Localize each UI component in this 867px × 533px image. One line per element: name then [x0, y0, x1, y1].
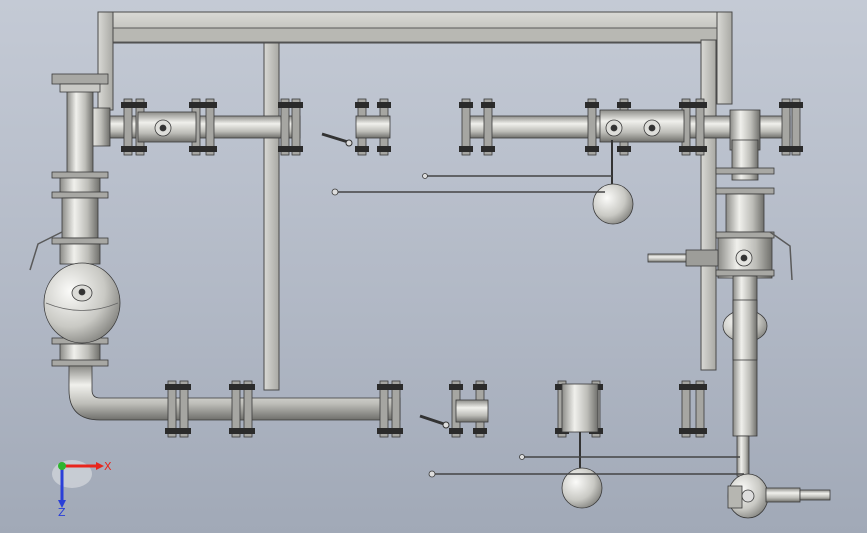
flange-plate: [243, 380, 253, 438]
bolt-icon: [278, 102, 292, 108]
bolt-icon: [693, 146, 707, 152]
bolt-icon: [229, 428, 243, 434]
bolt-icon: [617, 102, 631, 108]
bolt-icon: [121, 102, 135, 108]
gauge-stub-right[interactable]: [647, 249, 753, 267]
bolt-icon: [449, 384, 463, 390]
bolt-icon: [377, 384, 391, 390]
bolt-icon: [585, 146, 599, 152]
bolt-icon: [133, 102, 147, 108]
bolt-icon: [133, 146, 147, 152]
bolt-icon: [121, 146, 135, 152]
axis-x-arrow-icon: [96, 462, 104, 470]
steam-trap-body[interactable]: [43, 262, 121, 344]
flange-plate: [461, 98, 471, 156]
bolt-icon: [377, 102, 391, 108]
flange-plate: [291, 98, 301, 156]
bolt-icon: [377, 428, 391, 434]
gate-valve-left[interactable]: [137, 111, 197, 143]
bolt-icon: [203, 102, 217, 108]
left-vertical-riser[interactable]: [51, 73, 109, 367]
bolt-icon: [355, 102, 369, 108]
bolt-icon: [459, 146, 473, 152]
bolt-icon: [189, 102, 203, 108]
bolt-icon: [203, 146, 217, 152]
flange-plate: [695, 380, 705, 438]
flange-plate: [231, 380, 241, 438]
flange-plate: [205, 98, 215, 156]
bolt-icon: [389, 428, 403, 434]
gate-valve-right[interactable]: [599, 109, 685, 143]
frame-left-post[interactable]: [97, 11, 114, 111]
bolt-icon: [779, 146, 793, 152]
bolt-icon: [389, 384, 403, 390]
flange-plate: [123, 98, 133, 156]
bolt-icon: [617, 146, 631, 152]
bolt-icon: [481, 146, 495, 152]
bolt-icon: [459, 102, 473, 108]
bolt-icon: [165, 428, 179, 434]
flange-plate: [695, 98, 705, 156]
bolt-icon: [278, 146, 292, 152]
valve-handle-left[interactable]: [29, 231, 63, 271]
float-ball-top[interactable]: [331, 140, 634, 225]
bolt-icon: [241, 384, 255, 390]
bolt-icon: [693, 384, 707, 390]
right-vertical-riser[interactable]: [715, 139, 775, 477]
axis-z-label: Z: [58, 506, 66, 519]
bolt-icon: [165, 384, 179, 390]
bolt-icon: [377, 146, 391, 152]
spool-piece-top[interactable]: [355, 115, 391, 139]
flange-plate: [179, 380, 189, 438]
bolt-icon: [679, 384, 693, 390]
bolt-icon: [779, 102, 793, 108]
support-frame[interactable]: [97, 11, 733, 391]
flange-plate: [483, 98, 493, 156]
axis-z-arrow-icon: [58, 500, 66, 508]
bolt-icon: [229, 384, 243, 390]
bolt-icon: [473, 428, 487, 434]
bolt-icon: [585, 102, 599, 108]
bolt-icon: [189, 146, 203, 152]
bolt-icon: [177, 428, 191, 434]
axis-y-dot-icon: [58, 462, 66, 470]
flange-plate: [167, 380, 177, 438]
flange-plate: [781, 98, 791, 156]
flange-plate: [681, 380, 691, 438]
axis-triad: X Z: [52, 460, 112, 519]
bolt-icon: [241, 428, 255, 434]
bolt-icon: [289, 146, 303, 152]
bolt-icon: [177, 384, 191, 390]
flange-plate: [587, 98, 597, 156]
lever-top[interactable]: [321, 132, 353, 147]
bolt-icon: [693, 102, 707, 108]
bolt-icon: [473, 384, 487, 390]
valve-handle-right[interactable]: [769, 231, 793, 281]
flange-plate: [280, 98, 290, 156]
frame-middle-post[interactable]: [263, 42, 280, 391]
flange-plate: [791, 98, 801, 156]
axis-x-label: X: [104, 460, 112, 473]
flange-plate: [391, 380, 401, 438]
bolt-icon: [289, 102, 303, 108]
lever-bottom[interactable]: [419, 414, 450, 429]
bolt-icon: [789, 146, 803, 152]
bolt-icon: [679, 428, 693, 434]
bolt-icon: [679, 146, 693, 152]
bolt-icon: [449, 428, 463, 434]
bolt-icon: [355, 146, 369, 152]
flange-plate: [379, 380, 389, 438]
pressure-reducing-valve[interactable]: [727, 473, 831, 519]
frame-right-post[interactable]: [716, 11, 733, 105]
bolt-icon: [679, 102, 693, 108]
bolt-icon: [789, 102, 803, 108]
spool-piece-bottom[interactable]: [455, 383, 599, 433]
bolt-icon: [481, 102, 495, 108]
bolt-icon: [693, 428, 707, 434]
float-ball-bottom[interactable]: [428, 432, 744, 509]
